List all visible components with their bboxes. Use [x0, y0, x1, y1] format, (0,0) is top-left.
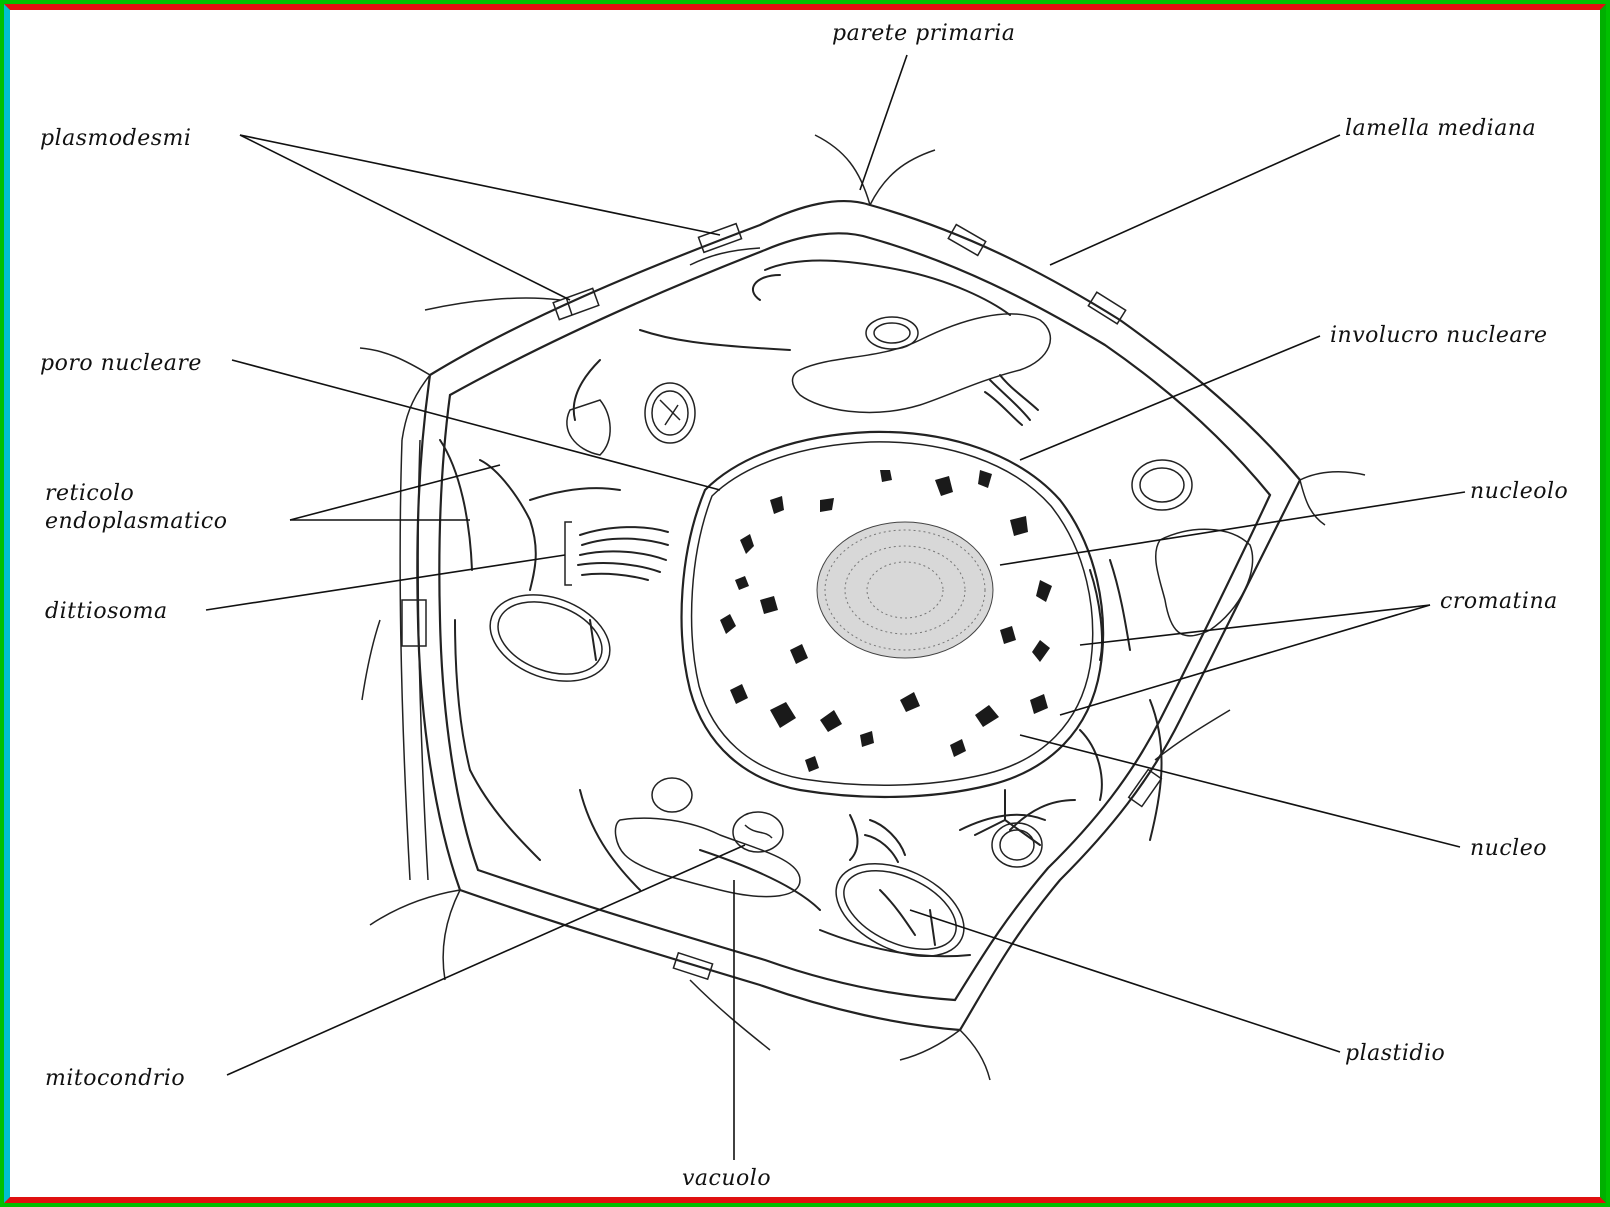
label-mitocondrio: mitocondrio [45, 1066, 185, 1091]
endoplasmic-reticulum [440, 261, 1162, 957]
leader-nucleo [1020, 735, 1460, 847]
label-poro-nucleare: poro nucleare [40, 351, 202, 376]
nucleus [682, 432, 1103, 797]
leader-involucro-nucleare [1020, 336, 1320, 460]
label-parete-primaria: parete primaria [832, 21, 1015, 46]
label-reticolo: reticolo [45, 481, 134, 506]
leader-mitocondrio [227, 845, 745, 1075]
labels: parete primaria plasmodesmi lamella medi… [40, 21, 1568, 1191]
leader-plasmodesmi-2 [240, 135, 720, 235]
label-nucleolo: nucleolo [1470, 479, 1568, 504]
label-cromatina: cromatina [1440, 589, 1558, 614]
nucleolus [817, 522, 993, 658]
leader-dittiosoma [206, 555, 565, 610]
leader-cromatina-2 [1060, 605, 1430, 715]
label-plastidio: plastidio [1345, 1041, 1445, 1066]
leader-plastidio [910, 910, 1340, 1052]
leader-parete-primaria [860, 55, 907, 190]
label-vacuolo: vacuolo [682, 1166, 771, 1191]
label-involucro-nucleare: involucro nucleare [1330, 323, 1548, 348]
label-dittiosoma: dittiosoma [45, 599, 168, 624]
label-endoplasmatico: endoplasmatico [45, 509, 227, 534]
leader-reticolo-1 [290, 465, 500, 520]
leader-nucleolo [1000, 492, 1465, 565]
leader-plasmodesmi-1 [240, 135, 570, 300]
label-nucleo: nucleo [1470, 836, 1547, 861]
label-lamella-mediana: lamella mediana [1345, 116, 1536, 141]
leader-cromatina-1 [1080, 605, 1430, 645]
label-plasmodesmi: plasmodesmi [40, 126, 191, 151]
leader-lamella-mediana [1050, 135, 1340, 265]
